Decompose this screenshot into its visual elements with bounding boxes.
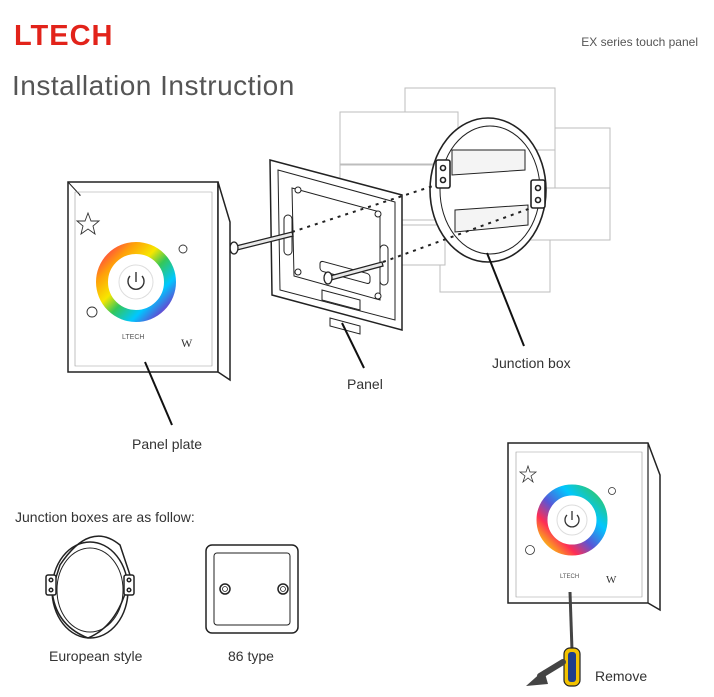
document-subtitle: EX series touch panel xyxy=(581,35,698,49)
label-86-type: 86 type xyxy=(228,648,274,664)
panel-plate-drawing: W LTECH xyxy=(67,181,231,382)
label-european-style: European style xyxy=(49,648,143,664)
label-remove: Remove xyxy=(595,668,648,684)
label-panel: Panel xyxy=(347,376,383,392)
screwdriver-icon xyxy=(563,591,581,687)
w-key-icon-2: W xyxy=(606,574,617,586)
w-key-icon: W xyxy=(181,336,193,350)
panel-brand-small: LTECH xyxy=(122,334,144,341)
panel-drawing xyxy=(269,159,403,335)
screws xyxy=(229,231,384,285)
type-86-box-drawing xyxy=(205,544,299,634)
european-style-box-drawing xyxy=(45,535,135,639)
label-panel-plate: Panel plate xyxy=(132,436,203,452)
brightness-icon xyxy=(178,244,188,254)
removal-panel-drawing: W LTECH xyxy=(507,442,661,612)
star-icon xyxy=(75,211,101,236)
junction-box-drawing xyxy=(429,117,547,263)
brand-logo-text: LTECH xyxy=(14,20,114,52)
label-junction-boxes-intro: Junction boxes are as follow: xyxy=(15,509,195,525)
fan-mode-icon xyxy=(86,306,98,318)
brand-logo: LTECH xyxy=(14,22,114,51)
panel-brand-small-2: LTECH xyxy=(560,574,579,580)
arrow-icon xyxy=(526,659,566,686)
alignment-lines xyxy=(291,184,532,263)
label-junction-box: Junction box xyxy=(492,355,571,371)
leader-lines xyxy=(144,252,571,598)
page-title: Installation Instruction xyxy=(12,70,295,101)
power-icon xyxy=(127,275,145,290)
